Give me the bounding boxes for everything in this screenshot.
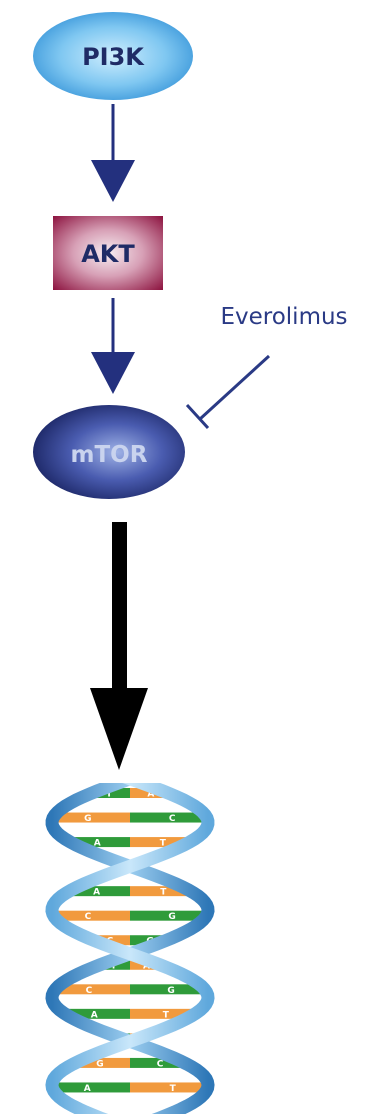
base-letter-left: T xyxy=(106,790,113,800)
base-letter-right: G xyxy=(168,912,175,922)
base-letter-left: C xyxy=(86,986,93,996)
base-right xyxy=(130,837,190,848)
base-right xyxy=(130,788,169,798)
base-right xyxy=(130,1008,196,1019)
base-left xyxy=(53,910,130,921)
base-letter-left: G xyxy=(84,814,91,824)
akt-node: AKT xyxy=(53,216,163,290)
base-letter-left: G xyxy=(96,1059,103,1069)
base-right xyxy=(130,812,207,823)
base-left xyxy=(75,1057,130,1068)
everolimus-label: Everolimus xyxy=(220,304,347,330)
base-right xyxy=(130,935,167,946)
base-right xyxy=(130,1057,185,1068)
base-letter-left: A xyxy=(93,888,100,898)
base-letter-right: G xyxy=(167,986,174,996)
inhibition-line xyxy=(198,354,271,421)
mtor-node: mTOR xyxy=(33,405,185,499)
mtor-ellipse xyxy=(33,405,185,499)
akt-box xyxy=(53,216,163,290)
base-left xyxy=(53,812,130,823)
dna-strand-back xyxy=(45,783,215,1114)
pi3k-ellipse xyxy=(33,12,193,100)
everolimus-inhibitor: Everolimus xyxy=(185,304,348,430)
base-right xyxy=(130,886,191,897)
base-right xyxy=(130,910,207,921)
base-letter-right: T xyxy=(163,1010,170,1020)
pi3k-label: PI3K xyxy=(82,43,145,71)
base-letter-left: A xyxy=(94,839,101,849)
base-letter-left: A xyxy=(91,1010,98,1020)
base-letter-left: A xyxy=(84,1084,91,1094)
base-letter-right: C xyxy=(157,1059,164,1069)
mtor-label: mTOR xyxy=(71,442,148,468)
base-letter-right: T xyxy=(160,839,167,849)
base-letter-right: A xyxy=(147,790,154,800)
base-left xyxy=(93,935,130,946)
base-left xyxy=(69,886,130,897)
arrow-akt-to-mtor xyxy=(91,298,135,394)
base-letter-right: T xyxy=(160,888,167,898)
base-left xyxy=(91,788,130,798)
pi3k-node: PI3K xyxy=(33,12,193,100)
base-letter-right: T xyxy=(170,1084,177,1094)
arrow-mtor-to-dna xyxy=(90,522,148,770)
base-right xyxy=(130,984,205,995)
akt-label: AKT xyxy=(81,240,135,268)
base-right xyxy=(130,1082,208,1093)
inhibition-bar xyxy=(185,403,210,430)
base-left xyxy=(64,1008,130,1019)
base-letter-right: C xyxy=(169,814,176,824)
base-left xyxy=(52,1082,130,1093)
base-left xyxy=(70,837,130,848)
base-letter-left: C xyxy=(85,912,92,922)
dna-strand-front xyxy=(45,783,215,1114)
arrow-pi3k-to-akt xyxy=(91,104,135,202)
base-left xyxy=(55,984,130,995)
